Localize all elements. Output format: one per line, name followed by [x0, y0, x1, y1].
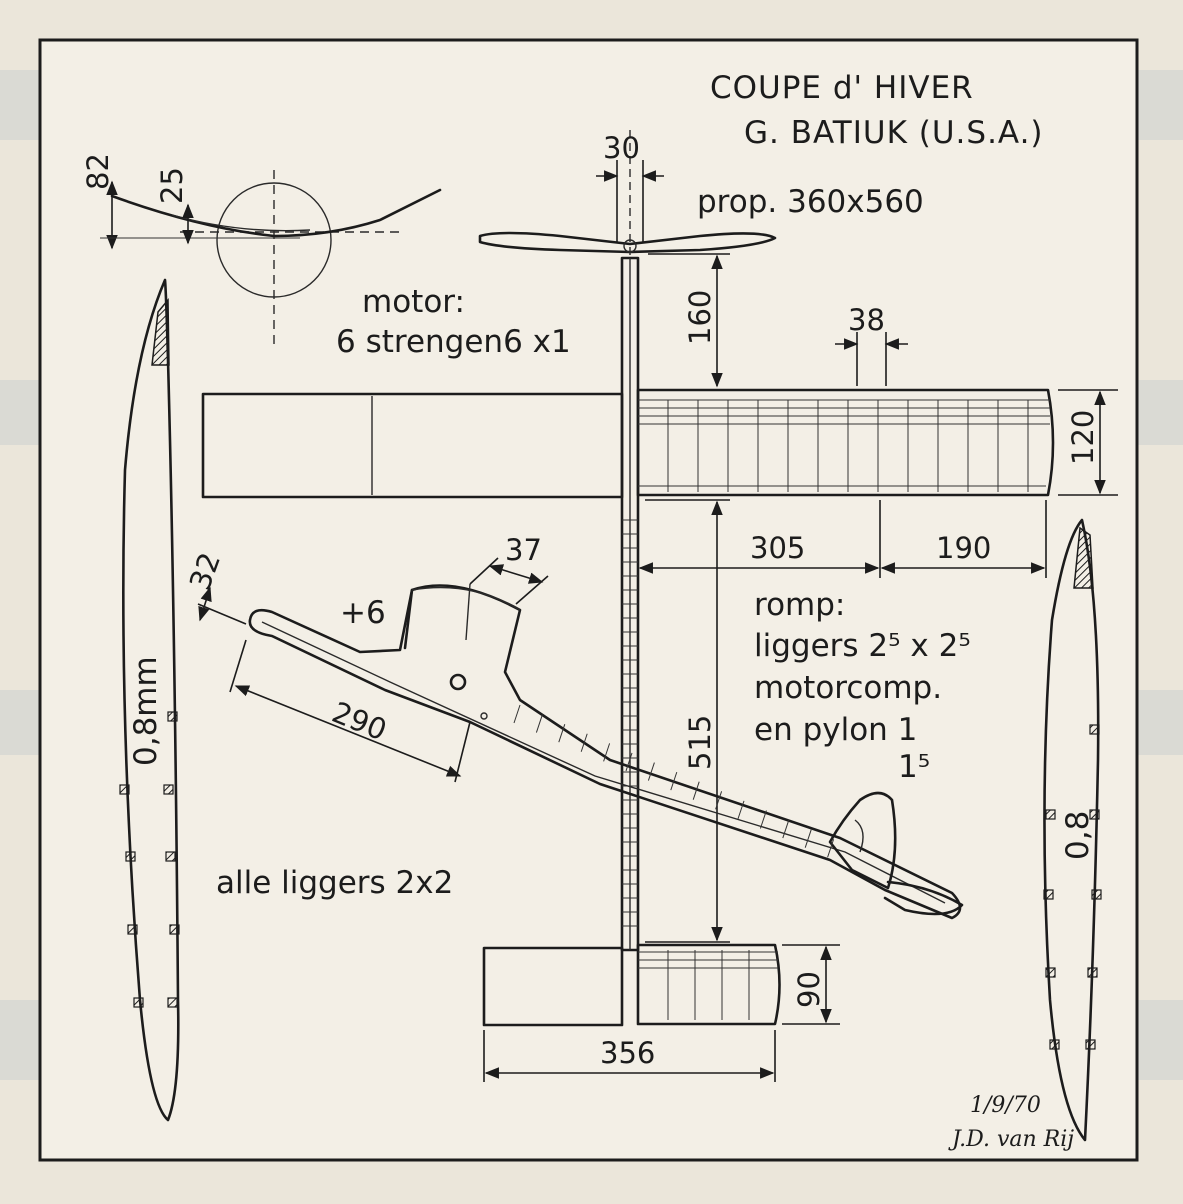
pylon-dimension-37: 37	[469, 533, 549, 605]
right-rib-spar-slot	[1045, 967, 1056, 978]
right-rib-spar-slot	[1049, 1039, 1060, 1050]
motor-label-line-1: motor:	[362, 284, 465, 320]
side-brace-line	[759, 810, 767, 829]
drawing-frame	[38, 38, 1139, 1162]
side-brace-line	[804, 829, 812, 848]
side-brace-line	[827, 839, 835, 858]
right-rib-spar-slot	[1087, 967, 1098, 978]
right-rib-profile	[1043, 518, 1102, 1142]
side-brace-line	[670, 771, 678, 791]
dim-356-label: 356	[600, 1036, 655, 1070]
dim-37-label: 37	[505, 533, 542, 567]
propeller-view	[478, 130, 777, 260]
side-brace-line	[558, 724, 566, 743]
dim-82-label: 82	[81, 153, 115, 190]
side-brace-line	[737, 800, 745, 820]
right-rib-spar-slot	[1045, 809, 1056, 820]
prop-pitch-detail: 82 25	[81, 153, 442, 345]
title-line-1: COUPE d' HIVER	[710, 70, 974, 106]
left-rib-spar-slot	[167, 997, 178, 1008]
side-brace-line	[603, 743, 611, 762]
right-rib-spar-slot	[1085, 1039, 1096, 1050]
romp-label-line-3: motorcomp.	[754, 670, 942, 706]
motor-label-line-2: 6 strengen6 x1	[336, 324, 571, 360]
drawing-date: 1/9/70	[970, 1093, 1041, 1118]
left-rib-spar-slot	[169, 924, 180, 935]
dim-25-label: 25	[155, 167, 189, 204]
side-brace-line	[647, 762, 655, 781]
left-rib-spar-slot	[133, 997, 144, 1008]
right-rib-spar-slot	[1043, 889, 1054, 900]
left-rib-thickness-label: 0,8mm	[128, 656, 164, 766]
romp-label-line-2: liggers 2⁵ x 2⁵	[754, 628, 971, 664]
right-rib-spar-slot	[1091, 889, 1102, 900]
rib-spacing-dimension: 38	[835, 303, 908, 386]
prop-shaft-dimension: 30	[596, 131, 664, 242]
left-rib-spar-slot	[163, 784, 174, 795]
title-line-2: G. BATIUK (U.S.A.)	[744, 115, 1044, 151]
left-rib-spar-slot	[119, 784, 130, 795]
dim-305-label: 305	[750, 531, 805, 565]
dim-30-label: 30	[603, 131, 640, 165]
dim-515-label: 515	[683, 715, 717, 770]
right-rib-thickness-label: 0,8	[1060, 811, 1096, 860]
stabilizer-chord-dimension: 90	[782, 944, 840, 1025]
dim-90-label: 90	[792, 971, 826, 1008]
dim-190-label: 190	[936, 531, 991, 565]
romp-label-line-4: en pylon 1	[754, 712, 917, 748]
side-brace-line	[692, 781, 700, 800]
left-rib-spar-slot	[167, 711, 178, 722]
right-rib-spar-slot	[1089, 809, 1100, 820]
draftsman-signature: J.D. van Rij	[948, 1127, 1074, 1152]
side-brace-line	[513, 704, 521, 724]
prop-size-label: prop. 360x560	[697, 184, 924, 220]
side-brace-line	[782, 819, 790, 839]
left-rib-spar-slot	[127, 924, 138, 935]
left-rib-spar-slot	[165, 851, 176, 862]
side-brace-line	[715, 791, 723, 810]
stabilizer-span-dimension: 356	[483, 1030, 776, 1082]
side-brace-line	[580, 733, 588, 752]
rudder-thickness-label: 1⁵	[898, 749, 930, 785]
main-wing-top-view	[201, 388, 1055, 499]
left-rib-spar-slot	[125, 851, 136, 862]
wing-span-dimensions: 305 190	[638, 500, 1047, 578]
stabilizer-top-view	[482, 943, 781, 1027]
pylon-incidence-label: +6	[340, 595, 386, 631]
dim-38-label: 38	[848, 303, 885, 337]
fuselage-length-dimension: 515	[645, 499, 730, 943]
dim-160-label: 160	[683, 290, 717, 345]
romp-label-line-1: romp:	[754, 587, 845, 623]
side-brace-line	[535, 714, 543, 733]
right-rib-spar-slot	[1089, 724, 1100, 735]
left-rib-profile	[119, 278, 180, 1122]
fuselage-side-view	[248, 583, 964, 920]
side-brace-line	[625, 752, 633, 772]
dim-120-label: 120	[1066, 410, 1100, 465]
all-spars-label: alle liggers 2x2	[216, 865, 453, 901]
wing-chord-dimension: 120	[1058, 389, 1118, 496]
